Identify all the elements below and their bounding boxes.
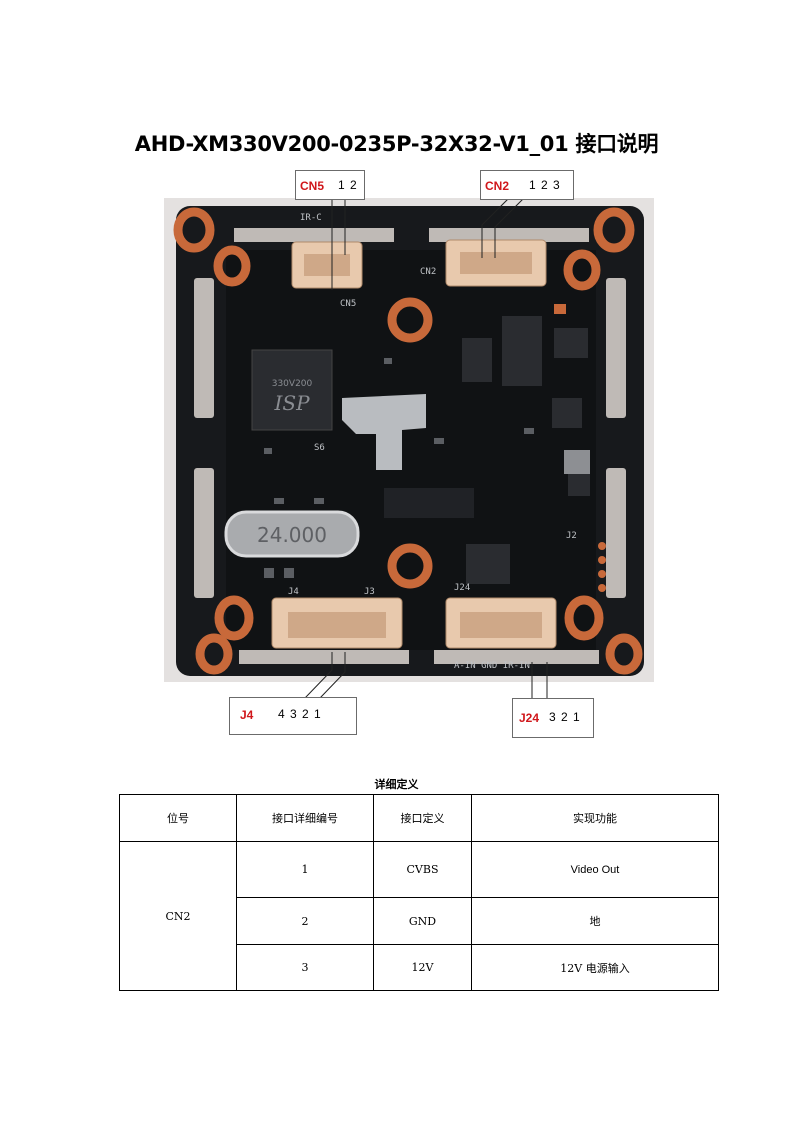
page-title: AHD-XM330V200-0235P-32X32-V1_01 接口说明 [134,132,659,156]
cell-func: 12V 电源输入 [471,944,719,991]
silk-cn2: CN2 [420,267,436,277]
chip-code: 330V200 [272,379,313,389]
silk-j3: J3 [364,587,375,597]
silk-s6: S6 [314,443,325,453]
cell-def: GND [373,897,472,945]
callout-j24-tag: J24 [519,711,540,725]
callout-j24: J24 3 2 1 [512,698,594,738]
header-function: 实现功能 [471,794,719,842]
callout-cn2: CN2 1 2 3 [480,170,574,200]
chip-label: ISP [273,391,310,415]
table-row: CN2 1 CVBS Video Out [119,841,719,991]
cell-num: 1 [236,841,374,898]
callout-cn5: CN5 1 2 [295,170,365,200]
callout-j24-pins: 3 2 1 [549,710,581,724]
table-header-row: 位号 接口详细编号 接口定义 实现功能 [119,794,719,842]
table-caption: 详细定义 [374,778,419,791]
callout-j4-tag: J4 [240,708,254,722]
pcb-board-photo: 330V200 ISP 24.000 IR-C CN2 CN5 J4 J24 A… [164,198,654,682]
silk-j4: J4 [288,587,299,597]
silk-j24: J24 [454,583,470,593]
table-row: 3 12V 12V 电源输入 [120,944,719,991]
silk-bottom: A-IN GND IR-IN [454,661,530,671]
cell-num: 2 [236,897,374,945]
crystal-label: 24.000 [257,523,327,547]
callout-cn5-pins: 1 2 [338,178,358,192]
callout-j4: J4 4 3 2 1 [229,697,357,735]
silk-cn5: CN5 [340,299,356,309]
header-definition: 接口定义 [373,794,472,842]
callout-cn2-pins: 1 2 3 [529,178,561,192]
cell-def: CVBS [373,841,472,898]
header-pin-number: 接口详细编号 [236,794,374,842]
cell-num: 3 [236,944,374,991]
cell-func: 地 [471,897,719,945]
cell-group: CN2 [119,841,237,991]
silk-top: IR-C [300,213,322,223]
callout-cn2-tag: CN2 [485,179,510,193]
header-position: 位号 [119,794,237,842]
cell-func: Video Out [471,841,719,898]
callout-j4-pins: 4 3 2 1 [278,707,322,721]
silk-j2: J2 [566,531,577,541]
callout-cn5-tag: CN5 [300,179,325,193]
interface-table: 位号 接口详细编号 接口定义 实现功能 CN2 1 CVBS Video Out… [119,794,719,991]
cell-def: 12V [373,944,472,991]
